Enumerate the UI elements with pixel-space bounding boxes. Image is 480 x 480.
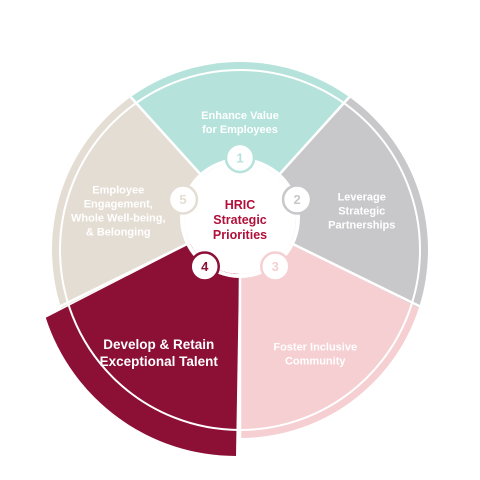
segment-1-badge bbox=[224, 142, 256, 174]
segment-4-label-line-1: Develop & Retain bbox=[103, 337, 214, 352]
segment-1 bbox=[129, 62, 351, 218]
segment-5-label-line-4: & Belonging bbox=[86, 226, 151, 238]
segment-3-number: 3 bbox=[272, 259, 279, 274]
segment-2-label-line-3: Partnerships bbox=[328, 219, 395, 231]
segment-5-number: 5 bbox=[179, 192, 186, 207]
segment-5-label-line-1: Employee bbox=[92, 184, 144, 196]
segment-5-label-line-3: Whole Well-being, bbox=[71, 212, 166, 224]
center-title-line-1: HRIC bbox=[225, 198, 256, 212]
segment-1-label-line-2: for Employees bbox=[202, 124, 278, 136]
segment-4-label-line-2: Exceptional Talent bbox=[100, 354, 219, 369]
center-title-line-2: Strategic bbox=[213, 213, 267, 227]
segment-5 bbox=[52, 97, 241, 309]
segment-3-badge bbox=[260, 251, 291, 282]
inner-ring bbox=[59, 69, 421, 431]
center-hub bbox=[184, 162, 296, 274]
segment-2-label-line-1: Leverage bbox=[338, 191, 386, 203]
segment-4-number: 4 bbox=[201, 259, 209, 274]
segment-2-label-line-2: Strategic bbox=[338, 205, 385, 217]
center-title-line-3: Priorities bbox=[213, 228, 267, 242]
segment-2-badge bbox=[281, 184, 313, 215]
segment-1-label-line-1: Enhance Value bbox=[201, 110, 279, 122]
segment-5-label-line-2: Engagement, bbox=[84, 198, 153, 210]
segment-3-label-line-1: Foster Inclusive bbox=[273, 342, 357, 354]
segment-1-number: 1 bbox=[236, 151, 243, 166]
segment-2-number: 2 bbox=[293, 192, 300, 207]
segment-5-badge bbox=[167, 184, 199, 215]
segment-4-badge bbox=[189, 251, 220, 282]
segment-4 bbox=[45, 218, 240, 456]
segment-2 bbox=[240, 97, 428, 309]
segment-3-label-line-2: Community bbox=[285, 356, 346, 368]
